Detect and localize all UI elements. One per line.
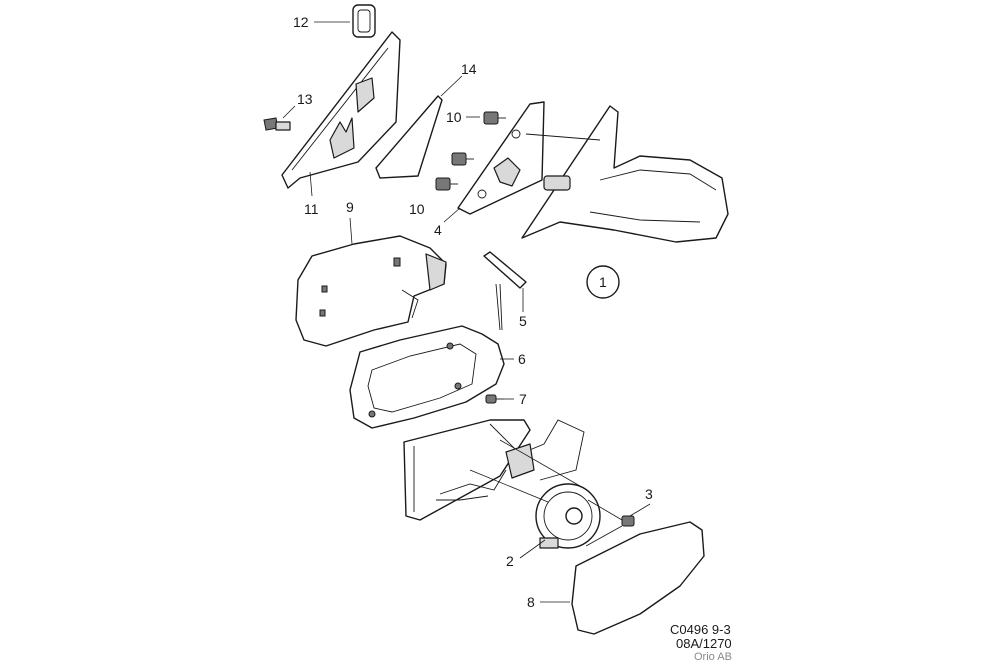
part-7-screw bbox=[485, 394, 504, 404]
callout-9: 9 bbox=[346, 199, 354, 215]
callout-1: 1 bbox=[599, 274, 607, 290]
callout-12: 12 bbox=[293, 14, 309, 30]
callout-4: 4 bbox=[434, 222, 442, 238]
callout-2: 2 bbox=[506, 553, 514, 569]
callout-8: 8 bbox=[527, 594, 535, 610]
part-8-mirror-glass bbox=[571, 521, 705, 635]
part-6-mirror-frame bbox=[349, 325, 505, 429]
callout-13: 13 bbox=[297, 91, 313, 107]
mounting-base-plate bbox=[403, 419, 585, 521]
part-2-adjustment-motor bbox=[469, 439, 601, 549]
callout-11: 11 bbox=[304, 201, 319, 217]
part-5-seal-strip bbox=[483, 251, 527, 331]
part-9-rear-cover bbox=[295, 235, 447, 347]
part-10-screws bbox=[435, 111, 506, 191]
callout-14: 14 bbox=[461, 61, 477, 77]
part-11-trim-panel bbox=[281, 31, 401, 189]
callout-10-lower: 10 bbox=[409, 201, 425, 217]
part-1-mirror-assembly bbox=[521, 105, 729, 243]
reference-company: Orio AB bbox=[694, 651, 732, 663]
part-1-callout-circle bbox=[586, 265, 620, 299]
part-12-gasket bbox=[352, 4, 376, 38]
part-13-screw bbox=[263, 117, 291, 131]
part-3-screw bbox=[585, 499, 635, 547]
callout-7: 7 bbox=[519, 391, 527, 407]
callout-10-upper: 10 bbox=[446, 109, 462, 125]
callout-3: 3 bbox=[645, 486, 653, 502]
part-14-plate bbox=[375, 95, 443, 179]
reference-code: C0496 9-3 bbox=[670, 622, 731, 637]
reference-number: 08A/1270 bbox=[676, 636, 732, 651]
callout-leaders bbox=[282, 21, 651, 603]
callout-6: 6 bbox=[518, 351, 526, 367]
callout-5: 5 bbox=[519, 313, 527, 329]
part-4-mounting-bracket bbox=[457, 101, 545, 215]
